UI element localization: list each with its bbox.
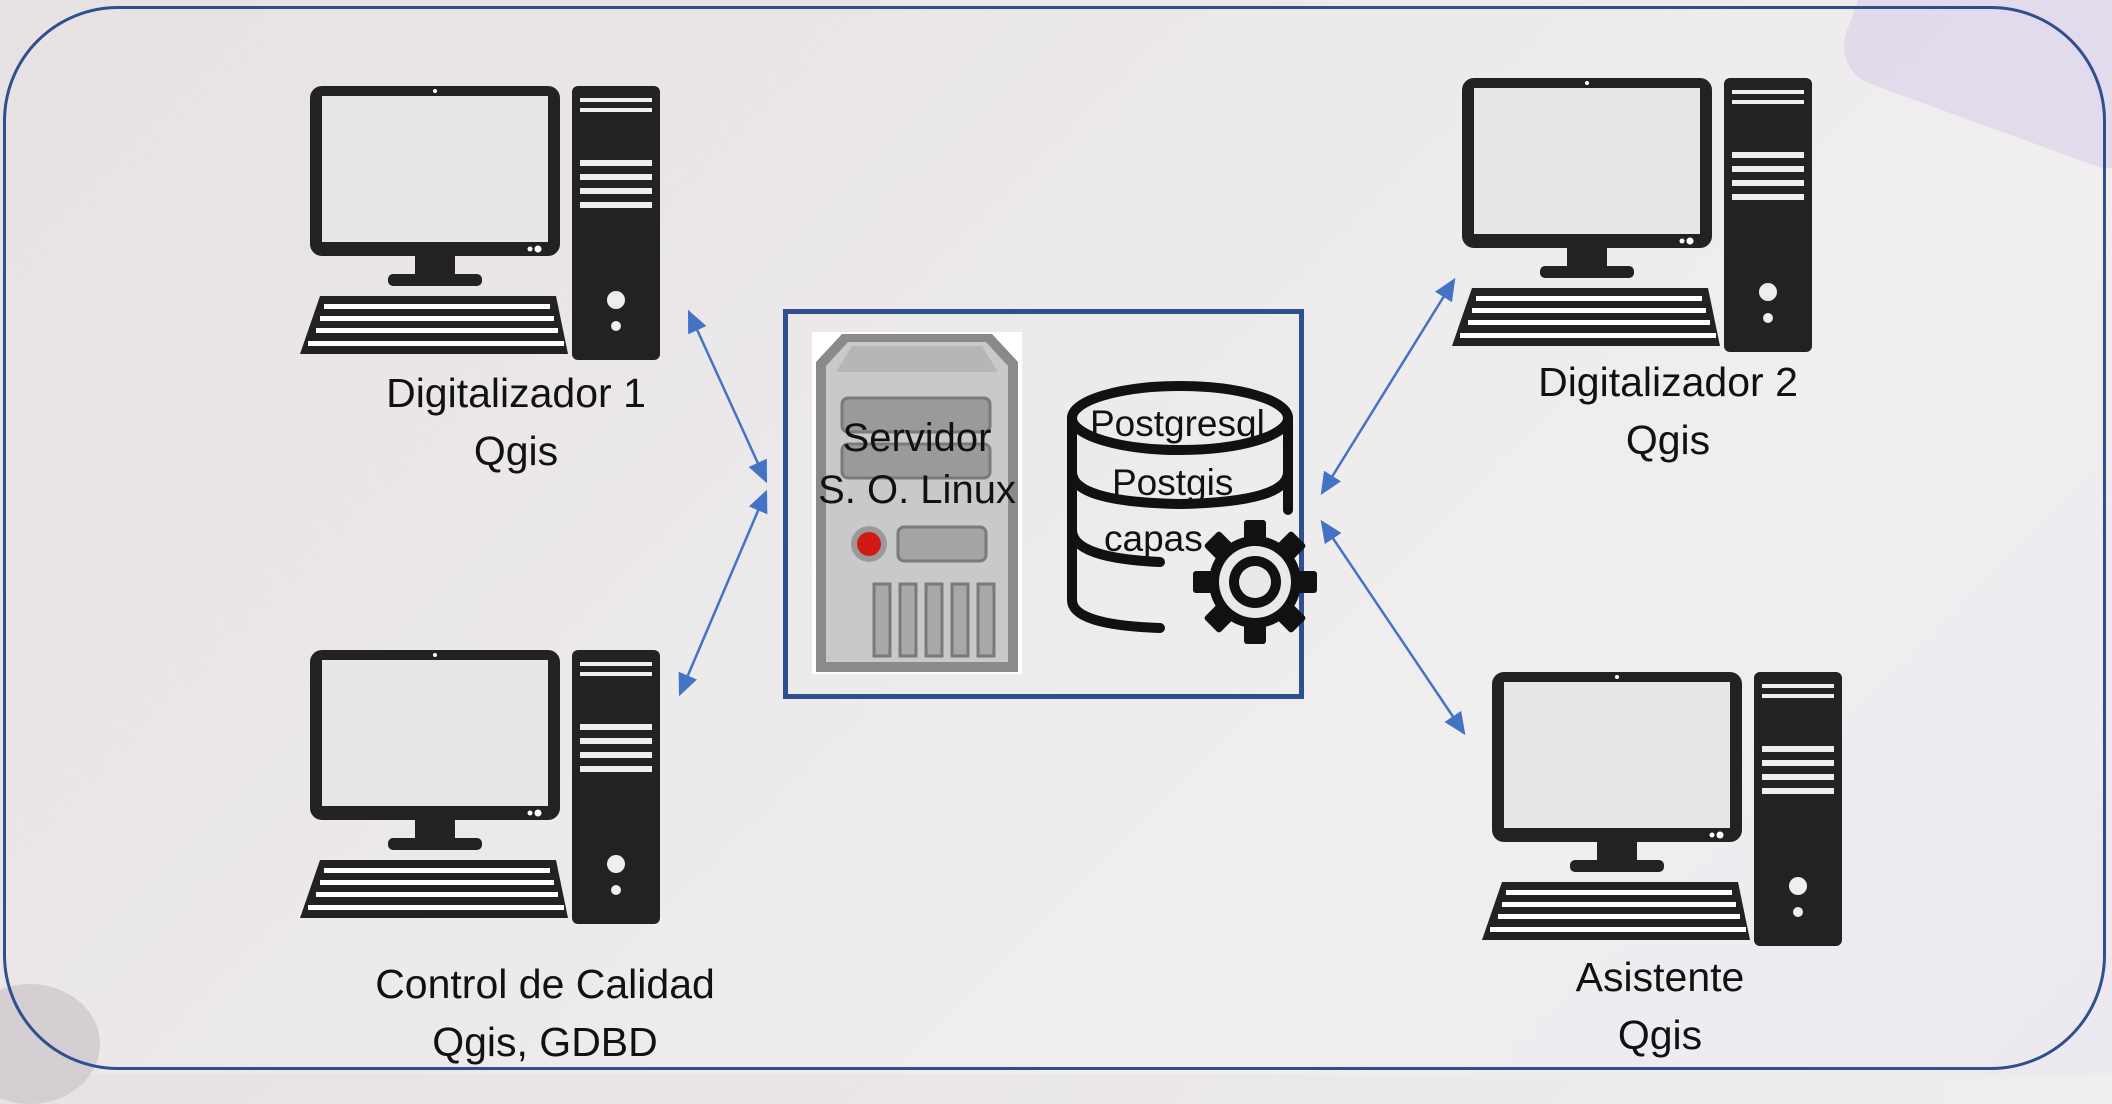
db-extension-label: Postgis [1112,462,1234,503]
server-line1: Servidor [842,416,992,460]
workstation-app: Qgis [1617,1012,1703,1058]
server-box [783,309,1304,699]
workstation-name: Control de Calidad [375,961,715,1007]
computer-icon [1452,78,1812,352]
workstation-app: Qgis [1625,417,1711,463]
control-calidad-label: Control de Calidad Qgis, GDBD [340,955,750,1071]
computer-icon [300,86,660,360]
connection-arrows [678,277,1466,736]
digitalizador-2-label: Digitalizador 2 Qgis [1490,353,1846,469]
arrow-digitalizador1-server [687,309,768,484]
db-engine-label: Postgresql [1090,403,1265,444]
workstation-name: Digitalizador 2 [1538,359,1798,405]
computer-icon [300,650,660,924]
server-line2: S. O. Linux [818,468,1016,512]
workstation-name: Digitalizador 1 [386,370,646,416]
asistente-label: Asistente Qgis [1540,948,1780,1064]
db-content-label: capas [1104,518,1203,559]
workstation-app: Qgis, GDBD [432,1019,658,1065]
server-label: Servidor S. O. Linux [812,412,1022,516]
computer-icon [1482,672,1842,946]
workstation-app: Qgis [473,428,559,474]
arrow-digitalizador2-server [1320,277,1456,496]
arrow-control-server [678,489,768,697]
diagram-frame [3,6,2106,1070]
server-tower-icon [812,332,1022,674]
arrow-asistente-server [1320,519,1466,736]
workstation-name: Asistente [1575,954,1745,1000]
database-gear-icon [1067,381,1317,644]
digitalizador-1-label: Digitalizador 1 Qgis [338,364,694,480]
